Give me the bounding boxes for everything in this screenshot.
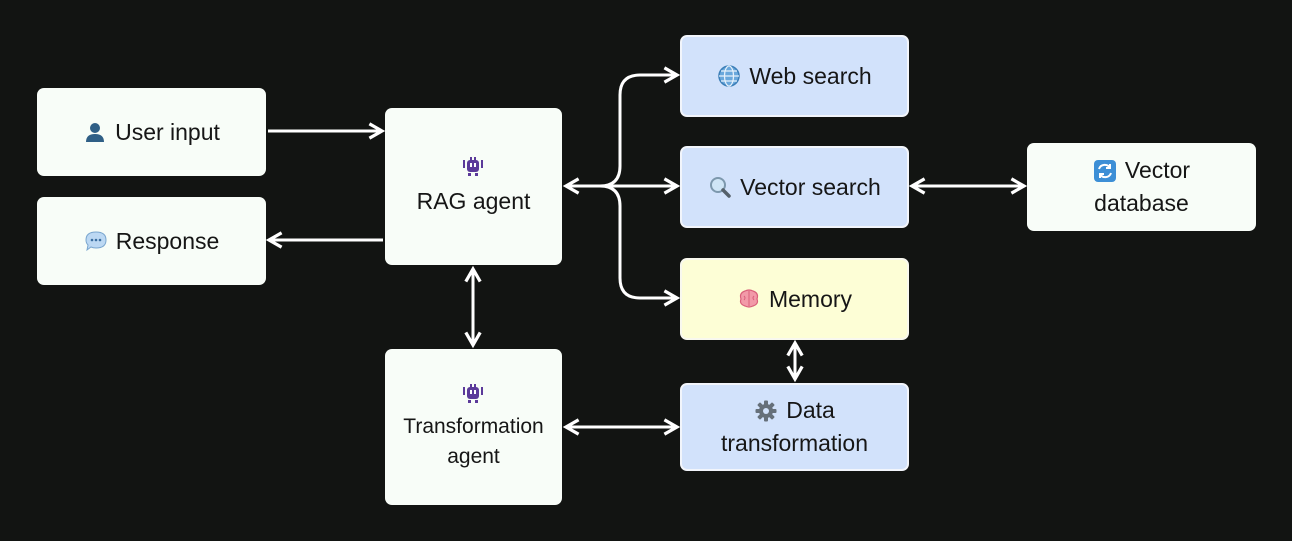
node-vector-database[interactable]: Vector database [1027,143,1256,231]
magnifier-icon [708,175,732,199]
edge-rag-to-memory [599,184,681,307]
node-response[interactable]: Response [37,197,266,285]
node-data-transformation[interactable]: Data transformation [680,383,909,471]
node-label: Web search [749,62,872,89]
globe-icon [717,64,741,88]
user-icon [83,120,107,144]
node-rag-agent[interactable]: RAG agent [385,108,562,265]
node-label-line1: Transformation [403,415,544,438]
brain-icon [737,287,761,311]
node-label: Vector search [740,173,881,200]
node-web-search[interactable]: Web search [680,35,909,117]
node-user-input[interactable]: User input [37,88,266,176]
speech-bubble-icon [84,229,108,253]
node-transformation-agent[interactable]: Transformation agent [385,349,562,505]
edge-rag-to-web-search [599,66,681,188]
robot-icon [461,155,487,181]
node-label: User input [115,118,220,145]
node-label: RAG agent [416,188,531,214]
node-label: Memory [768,285,853,312]
node-memory[interactable]: Memory [680,258,909,340]
robot-icon [461,382,487,408]
refresh-icon [1093,159,1117,183]
node-label-line2: database [1094,190,1189,216]
node-label-line2: agent [447,445,500,468]
node-label: Response [115,227,220,254]
node-label-line2: transformation [720,430,868,456]
node-label-line1: Vector [1124,157,1191,183]
node-label-line1: Data [786,397,835,423]
node-vector-search[interactable]: Vector search [680,146,909,228]
gear-icon [754,399,778,423]
